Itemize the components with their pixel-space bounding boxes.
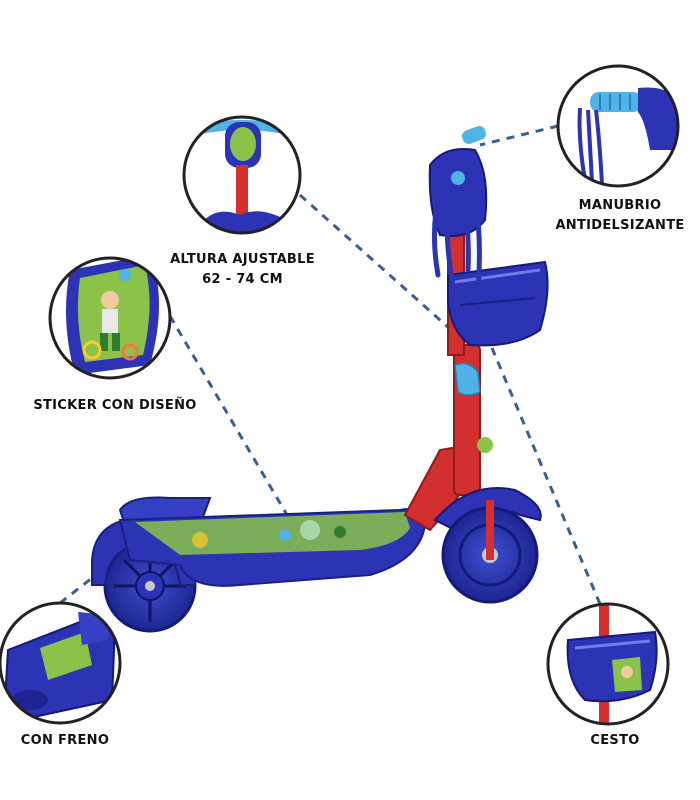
label-manubrio-line1: MANUBRIO: [578, 198, 662, 213]
label-sticker: STICKER CON DISEÑO: [30, 396, 200, 416]
label-freno: CON FRENO: [10, 731, 120, 751]
label-cesto-line1: CESTO: [590, 733, 640, 748]
label-altura-line2: 62 - 74 CM: [202, 272, 283, 287]
label-cesto: CESTO: [570, 731, 660, 751]
detail-circle-sticker: [48, 256, 172, 380]
label-altura-line1: ALTURA AJUSTABLE: [170, 252, 315, 267]
label-manubrio: MANUBRIO ANTIDELSIZANTE: [555, 196, 685, 236]
label-manubrio-line2: ANTIDELSIZANTE: [555, 218, 685, 233]
detail-circle-cesto: [546, 602, 670, 726]
label-altura-ajustable: ALTURA AJUSTABLE 62 - 74 CM: [170, 250, 315, 290]
front-wheel: [433, 487, 542, 604]
callout-leader-lines: [59, 124, 602, 605]
label-sticker-line1: STICKER CON DISEÑO: [33, 398, 197, 413]
detail-circle-altura: [182, 115, 302, 235]
scooter-main: [91, 126, 549, 633]
label-freno-line1: CON FRENO: [20, 733, 110, 748]
detail-circle-manubrio: [556, 64, 680, 188]
detail-circle-freno: [0, 601, 122, 725]
